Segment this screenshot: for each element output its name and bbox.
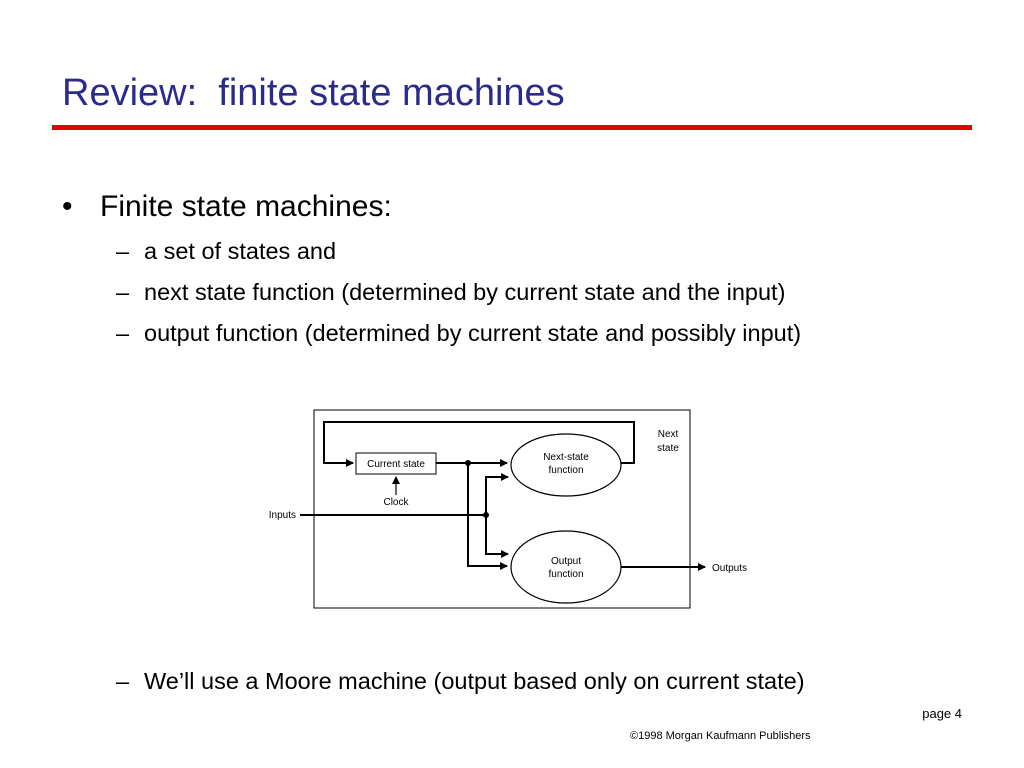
dash-glyph: – [116,668,130,694]
sub-bullet-text: We’ll use a Moore machine (output based … [144,668,805,694]
sub-bullet-3: –output function (determined by current … [116,320,801,347]
output-function-label-line2: function [548,569,583,580]
current-state-label: Current state [367,459,425,470]
next-state-function-label-line2: function [548,465,583,476]
output-function-label-line1: Output [551,556,581,567]
dash-glyph: – [116,320,130,346]
sub-bullet-text: next state function (determined by curre… [144,279,786,305]
copyright-notice: ©1998 Morgan Kaufmann Publishers [630,730,811,742]
state-to-output-line [467,463,508,570]
slide-title: Review: finite state machines [62,72,565,114]
bullet-glyph: • [62,190,73,223]
page-number: page 4 [922,706,962,721]
main-bullet: • Finite state machines: [62,190,392,224]
main-bullet-text: Finite state machines: [100,190,392,223]
sub-bullet-2: –next state function (determined by curr… [116,279,785,306]
dash-glyph: – [116,238,130,264]
sub-bullet-text: output function (determined by current s… [144,320,802,346]
next-state-label-line1: Next [658,429,679,440]
next-state-feedback-line [323,421,635,467]
title-divider [52,125,972,130]
next-state-label-line2: state [657,443,679,454]
sub-bullet-text: a set of states and [144,238,337,264]
outputs-label: Outputs [712,563,747,574]
output-function-ellipse [510,530,622,604]
inputs-to-output-line [485,515,509,558]
next-state-function-ellipse [510,433,622,497]
sub-bullet-moore: –We’ll use a Moore machine (output based… [116,668,805,695]
diagram-frame [313,409,691,609]
next-state-function-label-line1: Next-state [543,452,589,463]
clock-label: Clock [383,497,409,508]
inputs-label: Inputs [269,510,296,521]
sub-bullet-1: –a set of states and [116,238,336,265]
inputs-to-next-state-line [485,473,509,515]
dash-glyph: – [116,279,130,305]
